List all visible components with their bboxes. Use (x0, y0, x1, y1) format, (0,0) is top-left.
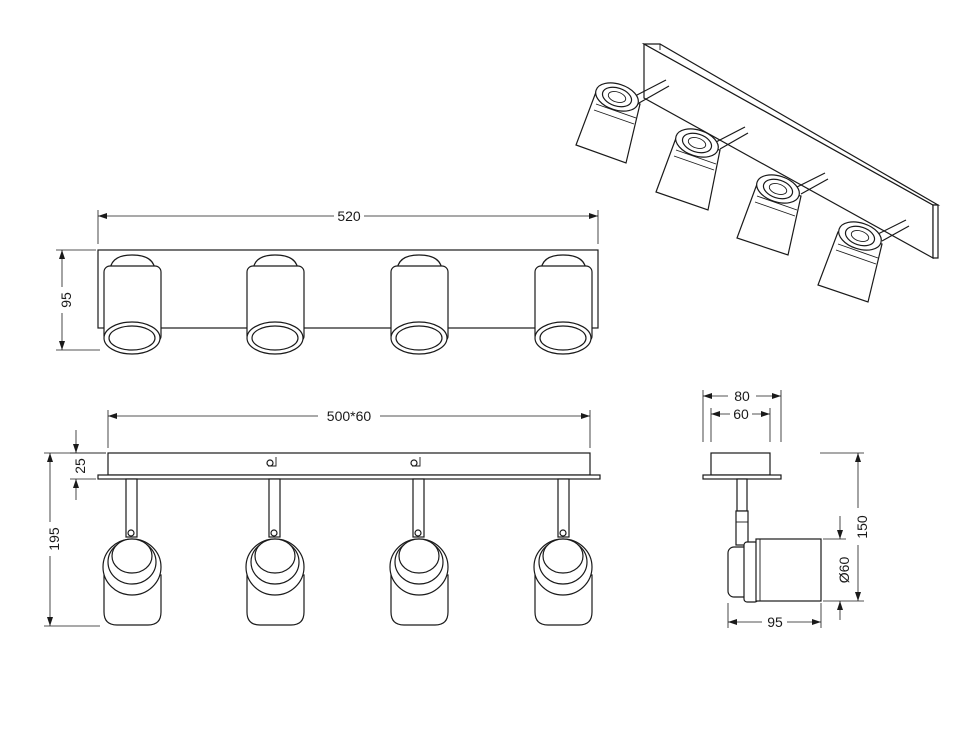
label-backing (335, 208, 363, 224)
dim-60: 60 (710, 406, 771, 442)
label-backing (58, 290, 74, 310)
dim-520: 520 (97, 208, 599, 244)
label-backing (72, 456, 88, 476)
dim-95-front: 95 (56, 249, 100, 351)
front-view: 520 95 (56, 208, 599, 355)
front-spot-1 (103, 254, 162, 355)
front-spot-3 (390, 254, 449, 355)
dim-diameter-60: Ø60 (823, 516, 852, 620)
top-spot-4 (533, 478, 593, 626)
front-spot-4 (534, 254, 593, 355)
top-spot-2 (245, 478, 305, 626)
label-backing (731, 406, 751, 422)
label-backing (46, 525, 62, 553)
iso-spot-2 (655, 126, 749, 211)
side-view: 80 60 150 Ø60 (702, 388, 870, 630)
dim-label-95-side: 95 (767, 614, 783, 630)
label-backing (324, 408, 374, 424)
dim-label-diameter-60: Ø60 (836, 557, 852, 584)
front-spot-2 (246, 254, 305, 355)
iso-spot-3 (736, 172, 829, 256)
dim-label-60: 60 (733, 406, 749, 422)
top-view: 500*60 25 195 (44, 408, 601, 627)
dim-500x60: 500*60 (107, 408, 591, 448)
dim-label-195: 195 (46, 527, 62, 551)
isometric-view (575, 42, 941, 303)
label-backing (765, 614, 785, 630)
dim-25: 25 (70, 430, 106, 500)
iso-spot-1 (575, 79, 670, 164)
dim-label-520: 520 (337, 208, 361, 224)
dim-80: 80 (702, 388, 782, 442)
dim-label-500x60: 500*60 (327, 408, 372, 424)
top-spot-1 (102, 478, 162, 626)
dim-195: 195 (44, 452, 106, 627)
top-spot-3 (389, 478, 449, 626)
dim-95-side: 95 (727, 603, 822, 630)
dim-150: 150 (820, 452, 870, 602)
iso-spot-4 (817, 219, 910, 303)
label-backing (732, 388, 752, 404)
dim-label-25: 25 (72, 458, 88, 474)
dim-label-150: 150 (854, 515, 870, 539)
label-backing (854, 513, 870, 541)
dim-label-95-front: 95 (58, 292, 74, 308)
dim-label-80: 80 (734, 388, 750, 404)
label-backing (836, 554, 852, 586)
